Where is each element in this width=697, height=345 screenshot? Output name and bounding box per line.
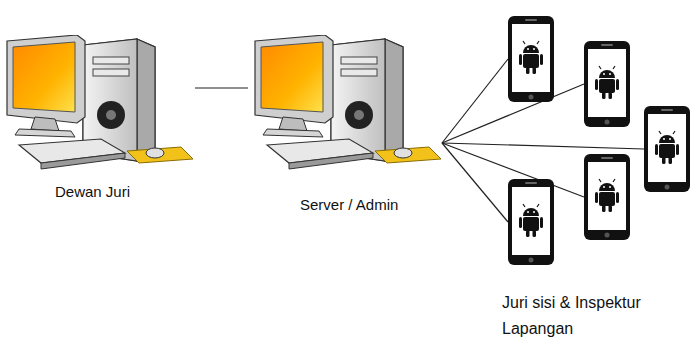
node-label: Juri sisi & Inspektur Lapangan: [502, 290, 688, 342]
computer-illustration: [248, 35, 442, 220]
computer-node: Dewan Juri: [5, 35, 195, 210]
network-link: [195, 87, 248, 88]
computer-node: Server / Admin: [248, 35, 442, 220]
network-link: [442, 143, 644, 149]
node-label: Server / Admin: [300, 196, 398, 213]
network-link: [442, 143, 508, 222]
node-label: Dewan Juri: [55, 183, 130, 200]
network-link: [442, 59, 508, 143]
phone-illustration: [500, 10, 693, 343]
phone-group: Juri sisi & Inspektur Lapangan: [500, 10, 693, 345]
